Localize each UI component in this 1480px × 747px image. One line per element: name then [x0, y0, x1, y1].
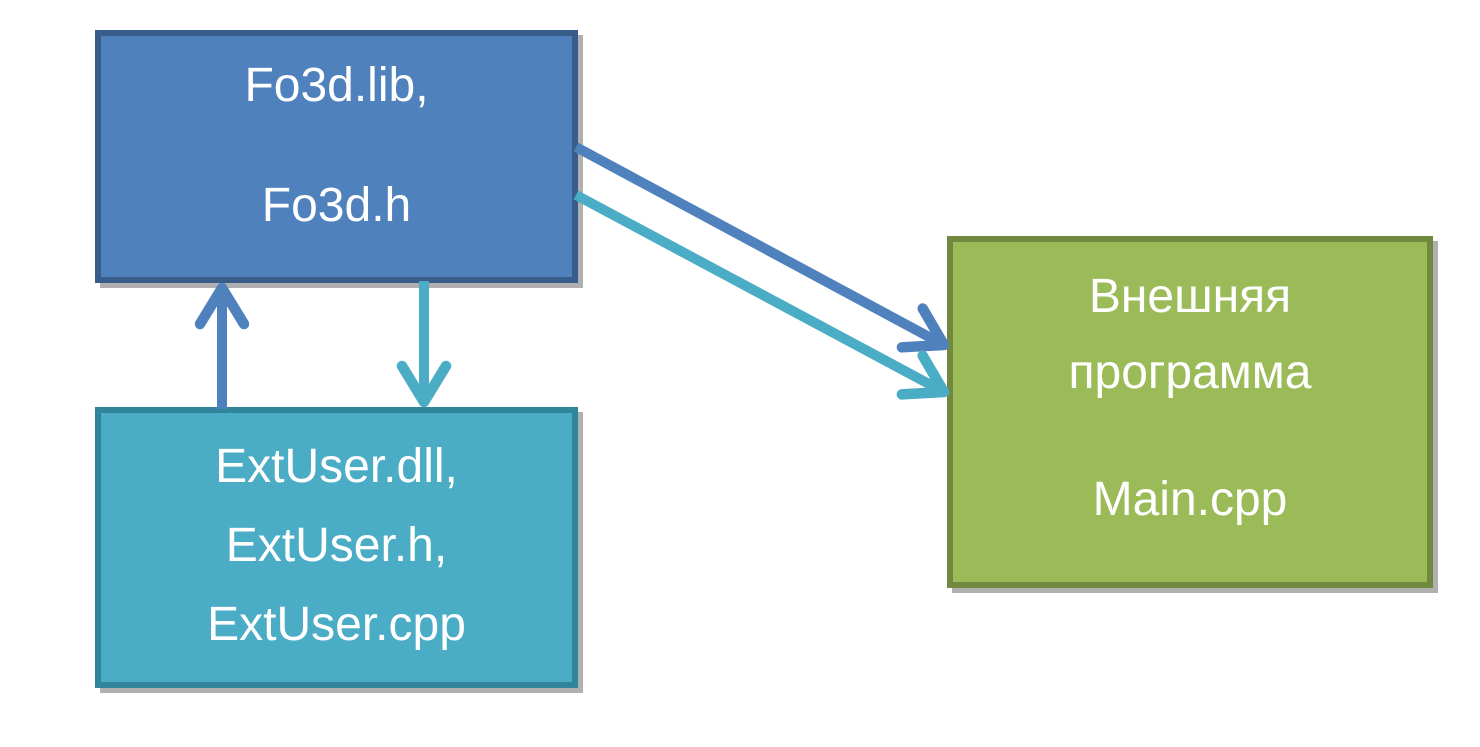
external-program-box-line-3: Main.cpp	[1092, 473, 1288, 526]
external-program-box-line-1: Внешняя	[1088, 270, 1292, 323]
fo3d-box: Fo3d.lib, Fo3d.h	[95, 30, 578, 283]
fo3d-box-line-2: Fo3d.h	[261, 179, 412, 232]
fo3d-box-line-1: Fo3d.lib,	[244, 59, 429, 112]
arrow-fo3d-to-main-teal	[573, 190, 950, 400]
arrow-fo3d-to-main-blue	[573, 142, 950, 353]
extuser-box: ExtUser.dll, ExtUser.h, ExtUser.cpp	[95, 407, 578, 688]
extuser-box-line-3: ExtUser.cpp	[207, 598, 466, 651]
extuser-box-line-2: ExtUser.h,	[225, 519, 448, 572]
external-program-box-line-2: программа	[1068, 346, 1312, 399]
extuser-box-line-1: ExtUser.dll,	[215, 440, 458, 493]
external-program-box: Внешняя программа Main.cpp	[947, 236, 1433, 588]
